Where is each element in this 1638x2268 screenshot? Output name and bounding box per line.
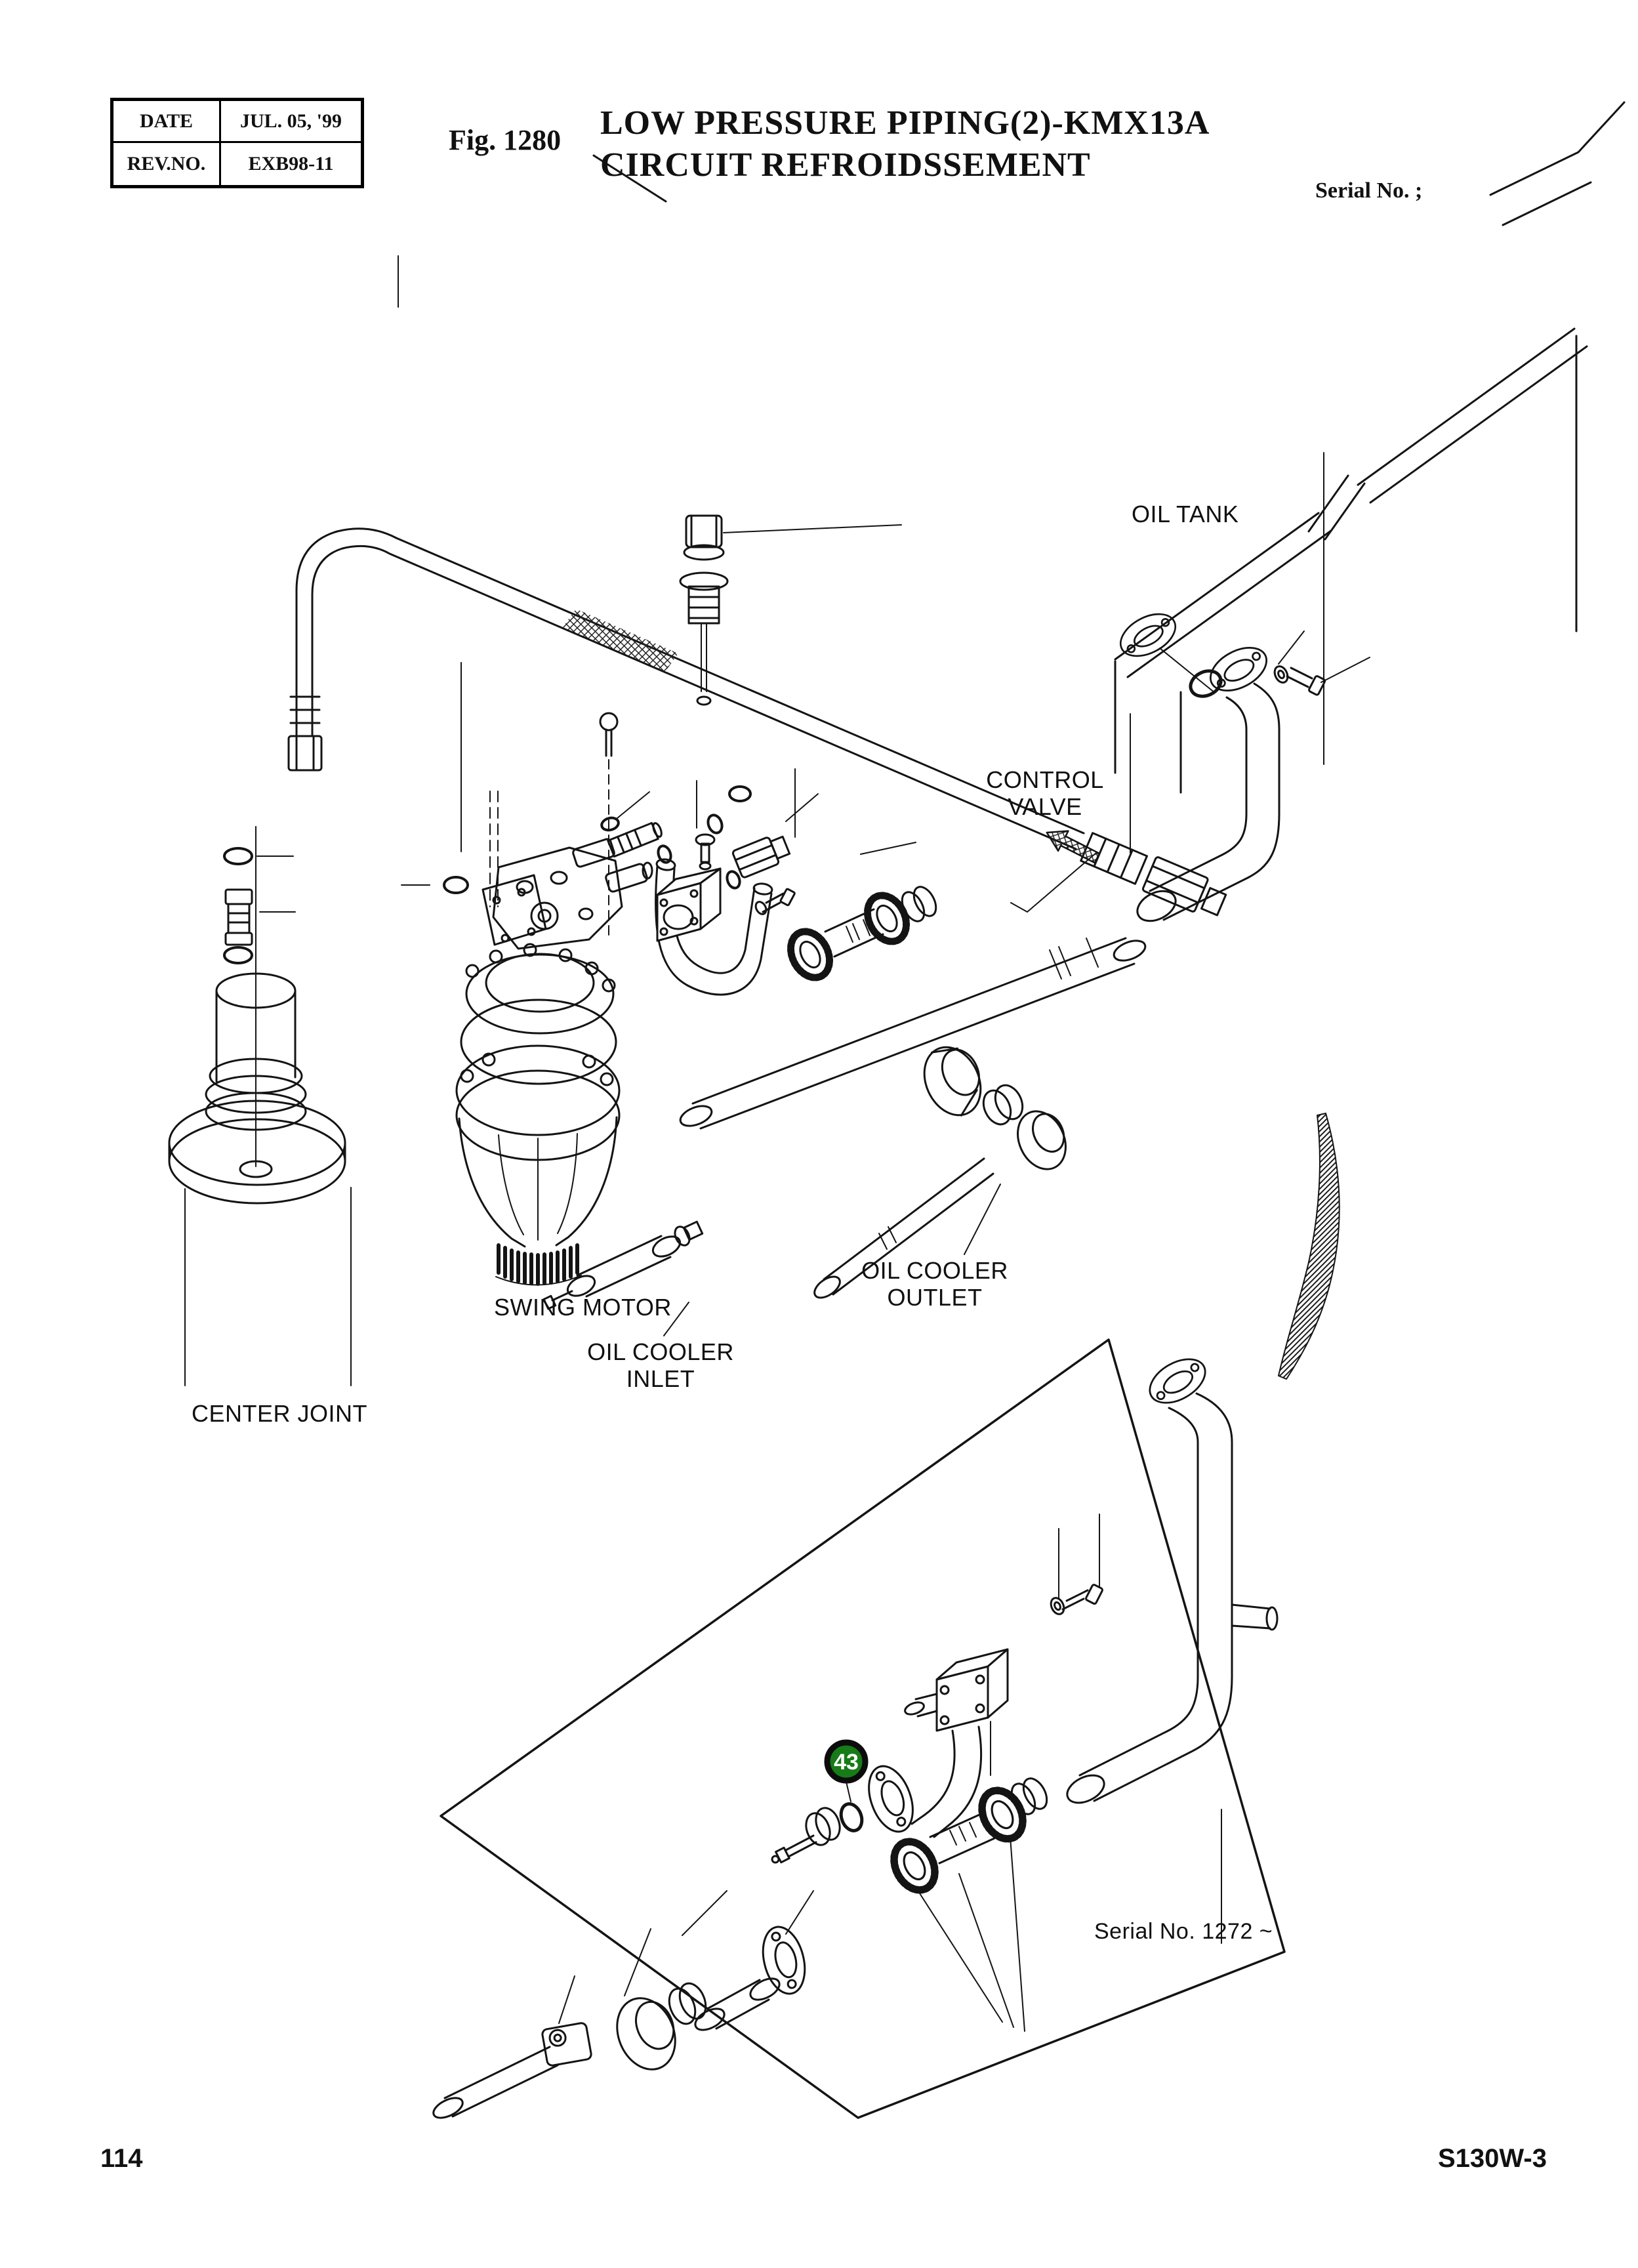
revision-no-value: EXB98-11 (248, 153, 334, 175)
figure-number: Fig. 1280 (449, 124, 562, 156)
label-oil-cooler-outlet: OIL COOLER OUTLET (861, 1257, 1008, 1311)
label-center-joint: CENTER JOINT (192, 1400, 368, 1427)
breather-plug-art (401, 514, 902, 894)
revision-date-value: JUL. 05, '99 (221, 101, 361, 143)
detail-sweep-art (1278, 1113, 1340, 1380)
footer-model-code: S130W-3 (1438, 2144, 1547, 2173)
part-callout-43[interactable]: 43 (824, 1739, 869, 1784)
control-valve-piping-art (543, 713, 1131, 1336)
label-oil-tank: OIL TANK (1132, 501, 1239, 527)
direction-arrow-icon (1046, 830, 1101, 864)
oil-tank-art (592, 101, 1626, 794)
label-oil-cooler-inlet: OIL COOLER INLET (587, 1338, 734, 1392)
label-swing-motor: SWING MOTOR (494, 1294, 672, 1321)
footer-page-number: 114 (100, 2144, 143, 2173)
serial-note: Serial No. ; (1315, 178, 1423, 203)
callout-number: 43 (834, 1750, 859, 1775)
revision-table: DATE JUL. 05, '99 REV.NO. EXB98-11 (110, 98, 364, 188)
callout-circle[interactable] (824, 1739, 869, 1784)
revision-date-label: DATE (113, 101, 221, 143)
revision-no-label: REV.NO. (113, 143, 221, 185)
swing-motor-art (455, 662, 653, 1286)
label-inset-serial: Serial No. 1272 ~ (1094, 1919, 1273, 1944)
inset-piping-art (432, 1349, 1279, 2119)
return-hose-art (223, 255, 1227, 964)
figure-title-line2: CIRCUIT REFROIDSSEMENT (600, 146, 1091, 184)
label-control-valve: CONTROL VALVE (986, 766, 1104, 820)
center-joint-art (168, 826, 352, 1386)
tank-return-pipe-art (679, 452, 1370, 1130)
inset-panel-art (440, 1338, 1286, 2119)
figure-title-line1: LOW PRESSURE PIPING(2)-KMX13A (600, 104, 1210, 142)
figure-title: LOW PRESSURE PIPING(2)-KMX13A CIRCUIT RE… (600, 102, 1210, 186)
